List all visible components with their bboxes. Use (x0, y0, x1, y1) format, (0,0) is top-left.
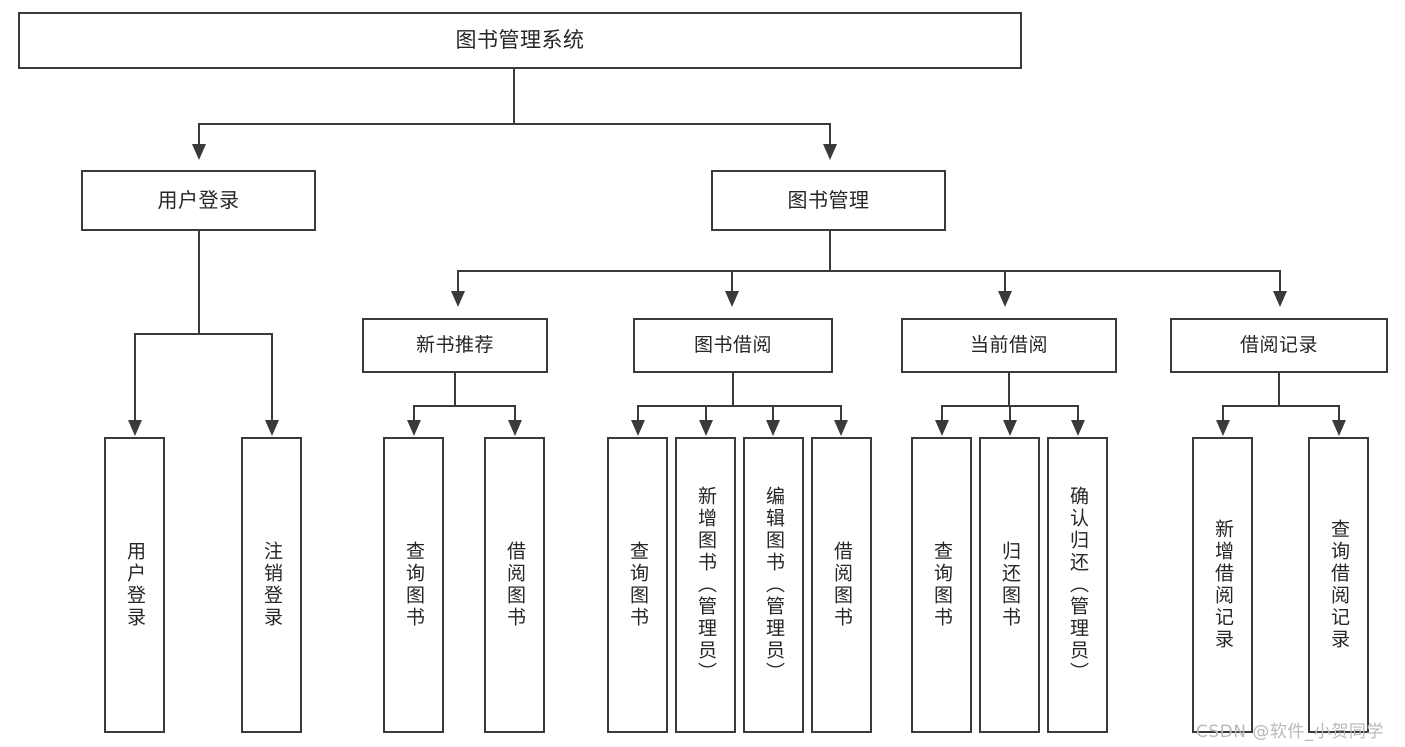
arrowhead-borrow-leaf-1 (631, 420, 645, 436)
arrowhead-user-login-leaf-2 (265, 420, 279, 436)
connector-borrow-stem (732, 373, 734, 405)
node-label: 借阅记录 (1239, 333, 1318, 356)
connector-recommend-drop-2 (514, 405, 516, 421)
leaf-label: 借阅图书 (831, 541, 853, 629)
leaf-records-query-record[interactable]: 查询借阅记录 (1308, 437, 1369, 733)
connector-level3-bus (457, 270, 1281, 272)
connector-level3-drop-1 (457, 270, 459, 292)
connector-current-drop-3 (1077, 405, 1079, 421)
arrowhead-current-leaf-2 (1003, 420, 1017, 436)
node-root-system[interactable]: 图书管理系统 (18, 12, 1022, 69)
node-label: 图书管理系统 (455, 27, 585, 52)
arrowhead-current-leaf-3 (1071, 420, 1085, 436)
arrowhead-level3-4 (1273, 291, 1287, 307)
leaf-label: 用户登录 (124, 541, 146, 629)
arrowhead-current-leaf-1 (935, 420, 949, 436)
leaf-label: 查询借阅记录 (1328, 519, 1350, 651)
leaf-current-return-book[interactable]: 归还图书 (979, 437, 1040, 733)
leaf-label: 注销登录 (261, 541, 283, 629)
arrowhead-level3-1 (451, 291, 465, 307)
leaf-user-login-login[interactable]: 用户登录 (104, 437, 165, 733)
arrowhead-records-leaf-2 (1332, 420, 1346, 436)
connector-borrow-drop-1 (637, 405, 639, 421)
node-label: 用户登录 (157, 188, 240, 213)
leaf-current-confirm-return-admin[interactable]: 确认归还（管理员） (1047, 437, 1108, 733)
node-new-book-recommend[interactable]: 新书推荐 (362, 318, 548, 373)
connector-user-login-stem (198, 231, 200, 333)
connector-root-drop-2 (829, 123, 831, 145)
arrowhead-root-to-book-manage (823, 144, 837, 160)
node-label: 新书推荐 (415, 333, 494, 356)
leaf-label: 借阅图书 (504, 541, 526, 629)
leaf-label: 新增借阅记录 (1212, 519, 1234, 651)
leaf-label: 查询图书 (627, 541, 649, 629)
leaf-label: 查询图书 (931, 541, 953, 629)
connector-user-login-drop-1 (134, 333, 136, 421)
node-label: 图书管理 (787, 188, 870, 213)
node-book-management[interactable]: 图书管理 (711, 170, 946, 231)
leaf-label: 归还图书 (999, 541, 1021, 629)
leaf-label: 新增图书（管理员） (695, 486, 717, 684)
leaf-label: 编辑图书（管理员） (763, 486, 785, 684)
node-label: 当前借阅 (969, 333, 1048, 356)
connector-current-drop-1 (941, 405, 943, 421)
connector-records-drop-1 (1222, 405, 1224, 421)
arrowhead-records-leaf-1 (1216, 420, 1230, 436)
node-user-login[interactable]: 用户登录 (81, 170, 316, 231)
leaf-borrow-query-book[interactable]: 查询图书 (607, 437, 668, 733)
arrowhead-borrow-leaf-2 (699, 420, 713, 436)
leaf-recommend-query-book[interactable]: 查询图书 (383, 437, 444, 733)
leaf-user-login-logout[interactable]: 注销登录 (241, 437, 302, 733)
leaf-records-add-record[interactable]: 新增借阅记录 (1192, 437, 1253, 733)
connector-borrow-drop-3 (772, 405, 774, 421)
arrowhead-recommend-leaf-2 (508, 420, 522, 436)
node-label: 图书借阅 (693, 333, 772, 356)
node-current-borrow[interactable]: 当前借阅 (901, 318, 1117, 373)
leaf-borrow-add-book-admin[interactable]: 新增图书（管理员） (675, 437, 736, 733)
arrowhead-level3-3 (998, 291, 1012, 307)
arrowhead-recommend-leaf-1 (407, 420, 421, 436)
leaf-label: 确认归还（管理员） (1067, 486, 1089, 684)
arrowhead-borrow-leaf-4 (834, 420, 848, 436)
connector-root-drop-1 (198, 123, 200, 145)
connector-recommend-stem (454, 373, 456, 405)
connector-borrow-drop-4 (840, 405, 842, 421)
leaf-current-query-book[interactable]: 查询图书 (911, 437, 972, 733)
connector-current-stem (1008, 373, 1010, 405)
connector-recommend-drop-1 (413, 405, 415, 421)
connector-root-stem (513, 69, 515, 123)
node-book-borrow[interactable]: 图书借阅 (633, 318, 833, 373)
connector-current-drop-2 (1009, 405, 1011, 421)
connector-level3-drop-3 (1004, 270, 1006, 292)
arrowhead-user-login-leaf-1 (128, 420, 142, 436)
leaf-label: 查询图书 (403, 541, 425, 629)
connector-book-management-stem (829, 231, 831, 270)
connector-records-bus (1222, 405, 1340, 407)
connector-recommend-bus (413, 405, 516, 407)
connector-records-stem (1278, 373, 1280, 405)
connector-level3-drop-2 (731, 270, 733, 292)
leaf-recommend-borrow-book[interactable]: 借阅图书 (484, 437, 545, 733)
connector-borrow-bus (637, 405, 841, 407)
node-borrow-records[interactable]: 借阅记录 (1170, 318, 1388, 373)
connector-user-login-bus (134, 333, 273, 335)
arrowhead-borrow-leaf-3 (766, 420, 780, 436)
connector-root-bus (198, 123, 831, 125)
leaf-borrow-borrow-book[interactable]: 借阅图书 (811, 437, 872, 733)
connector-user-login-drop-2 (271, 333, 273, 421)
leaf-borrow-edit-book-admin[interactable]: 编辑图书（管理员） (743, 437, 804, 733)
arrowhead-root-to-user-login (192, 144, 206, 160)
arrowhead-level3-2 (725, 291, 739, 307)
connector-level3-drop-4 (1279, 270, 1281, 292)
connector-records-drop-2 (1338, 405, 1340, 421)
connector-borrow-drop-2 (705, 405, 707, 421)
